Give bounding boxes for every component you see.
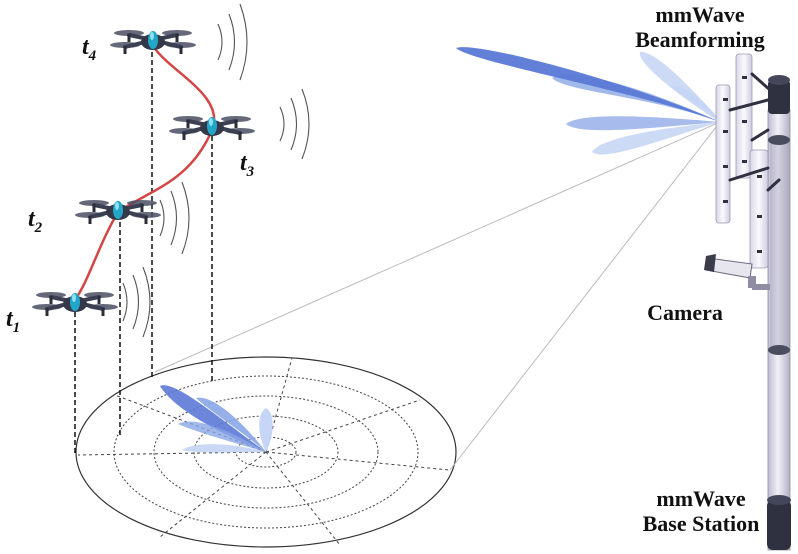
- drone-t4-icon: [108, 28, 198, 56]
- base-station-label: mmWave Base Station: [642, 486, 760, 536]
- time-label-t2: t2: [28, 206, 43, 236]
- base-station-pole: [767, 75, 791, 551]
- mmwave-beamforming-label: mmWave Beamforming: [635, 2, 765, 52]
- time-label-t3: t3: [240, 150, 255, 180]
- drone-t2-icon: [73, 198, 163, 226]
- drone-trajectory: [73, 45, 216, 301]
- signal-waves-icon: [122, 3, 310, 338]
- projection-lines: [154, 121, 721, 471]
- antenna-panel-icon: [715, 53, 781, 269]
- beamforming-lobes: [456, 47, 720, 155]
- ground-beam-pattern: [160, 385, 273, 453]
- security-camera-icon: [704, 254, 770, 290]
- camera-label: Camera: [647, 300, 723, 325]
- time-label-t1: t1: [6, 306, 21, 336]
- time-label-t4: t4: [82, 34, 97, 64]
